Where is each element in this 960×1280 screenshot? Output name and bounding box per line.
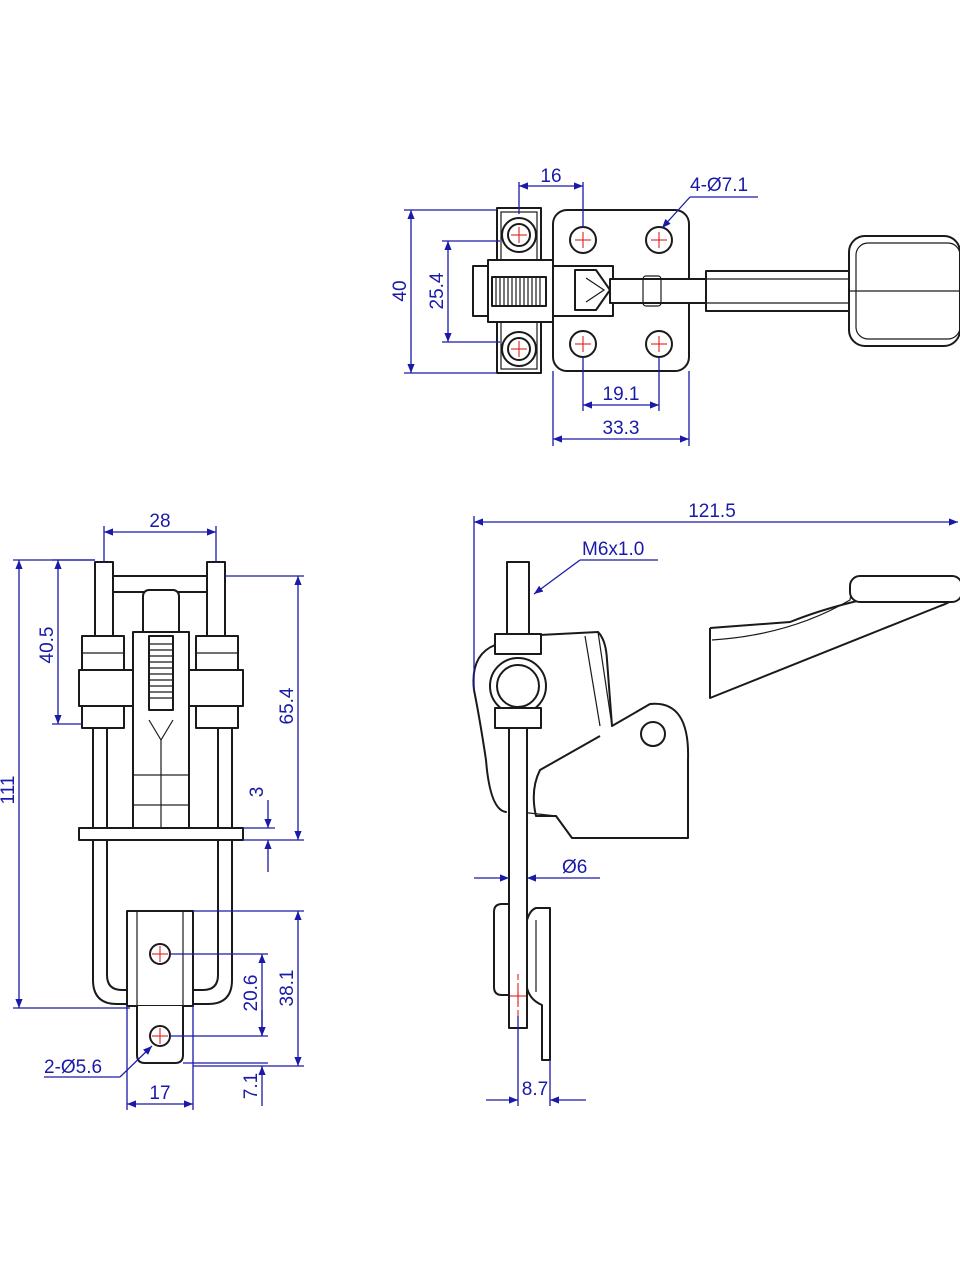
dim-33-3-label: 33.3 [603, 418, 640, 439]
top-view-dimensions: 16 4-Ø7.1 40 25.4 19.1 33.3 [390, 166, 758, 446]
dim-m6-label: M6x1.0 [582, 539, 644, 560]
dim-65-4-label: 65.4 [277, 687, 298, 724]
top-view-outline [472, 207, 960, 374]
dim-121-5-label: 121.5 [688, 501, 736, 522]
dim-19-1-label: 19.1 [603, 384, 640, 405]
dim-3-label: 3 [247, 787, 268, 798]
dim-dia-6-label: Ø6 [562, 857, 587, 878]
dim-8-7-label: 8.7 [522, 1079, 548, 1100]
side-view-dimensions: 121.5 M6x1.0 Ø6 8.7 [473, 501, 958, 1106]
top-view: 16 4-Ø7.1 40 25.4 19.1 33.3 [390, 166, 960, 446]
dim-38-1-label: 38.1 [277, 970, 298, 1007]
dim-20-6-label: 20.6 [241, 975, 262, 1012]
dim-7-1-label: 7.1 [241, 1073, 262, 1099]
dim-111-label: 111 [0, 776, 19, 805]
front-view-dimensions: 28 111 40.5 65.4 3 38.1 [0, 511, 304, 1110]
dim-17-label: 17 [149, 1083, 170, 1104]
dim-4-holes-label: 4-Ø7.1 [690, 175, 748, 196]
dim-28-label: 28 [149, 511, 170, 532]
dim-25-4-label: 25.4 [427, 272, 448, 309]
side-view: 121.5 M6x1.0 Ø6 8.7 [472, 501, 960, 1106]
side-view-outline [472, 561, 960, 1061]
dim-40-5-label: 40.5 [37, 627, 58, 664]
dim-2-holes-label: 2-Ø5.6 [44, 1057, 102, 1078]
side-view-centerlines [509, 974, 527, 1016]
dim-16-label: 16 [540, 166, 561, 187]
dim-40-label: 40 [390, 280, 411, 301]
front-view-outline [78, 561, 244, 1064]
front-view: 28 111 40.5 65.4 3 38.1 [0, 511, 304, 1110]
